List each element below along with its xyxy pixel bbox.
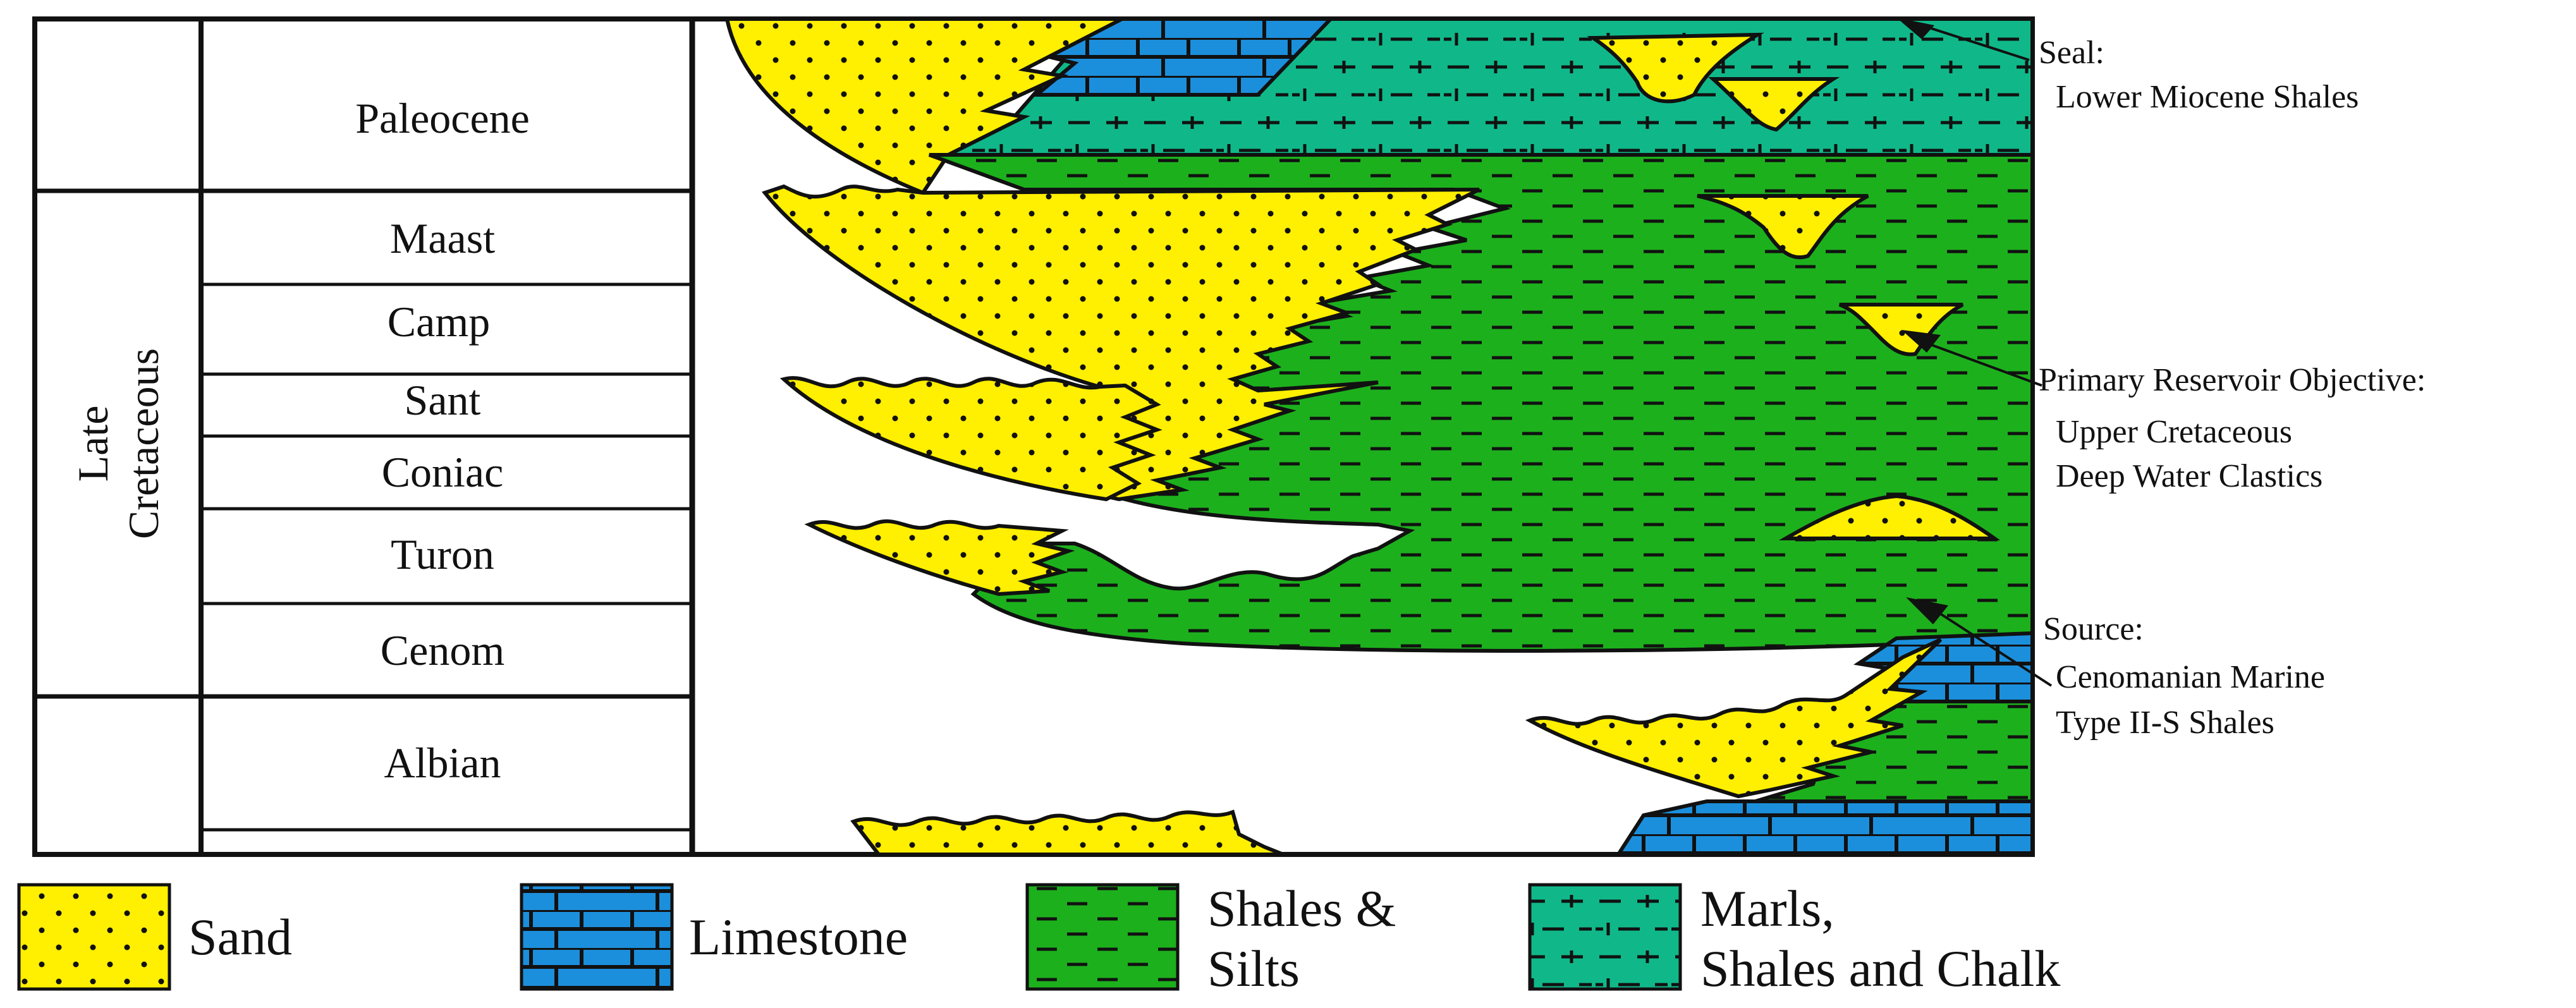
legend-label-shales-1: Shales & bbox=[1207, 880, 1396, 937]
source-pointer-line bbox=[1933, 609, 2053, 687]
annotations: Seal: Lower Miocene Shales Primary Reser… bbox=[2039, 35, 2426, 741]
era-label-late: Late bbox=[69, 406, 117, 482]
legend-label-limestone: Limestone bbox=[689, 908, 908, 966]
seal-title: Seal: bbox=[2039, 35, 2104, 71]
stage-label-camp: Camp bbox=[388, 298, 490, 346]
sand-albian-wedge bbox=[1525, 638, 1943, 799]
legend-swatch-limestone bbox=[520, 883, 674, 991]
stratigraphic-column: Late Cretaceous Paleocene Maast Camp San… bbox=[32, 16, 2035, 857]
source-arrowhead bbox=[1906, 597, 1948, 624]
legend-swatch-shales bbox=[1025, 883, 1180, 991]
legend: Sand Limestone Shales & Silts Marls, Sha… bbox=[17, 880, 2060, 997]
legend-swatch-marls bbox=[1528, 883, 1682, 991]
legend-label-marls-2: Shales and Chalk bbox=[1700, 940, 2060, 997]
reservoir-line-2: Deep Water Clastics bbox=[2056, 458, 2323, 494]
stage-label-coniac: Coniac bbox=[382, 448, 504, 496]
sand-lens-seal-2 bbox=[1708, 77, 1840, 132]
stage-label-sant: Sant bbox=[405, 376, 481, 424]
sand-turonian-lobe bbox=[804, 519, 1075, 597]
source-line-1: Cenomanian Marine bbox=[2056, 659, 2325, 695]
stage-label-turon: Turon bbox=[391, 530, 494, 578]
reservoir-pointer-line bbox=[1921, 340, 2042, 387]
reservoir-title: Primary Reservoir Objective: bbox=[2039, 362, 2426, 398]
shale-main-body bbox=[928, 153, 2032, 653]
reservoir-line-1: Upper Cretaceous bbox=[2056, 414, 2292, 450]
reservoir-arrowhead bbox=[1901, 330, 1941, 353]
sand-maast-camp-wedge bbox=[762, 184, 1480, 502]
limestone-basal bbox=[1616, 799, 2032, 854]
legend-label-marls-1: Marls, bbox=[1700, 880, 1834, 937]
legend-label-sand: Sand bbox=[188, 908, 292, 966]
seal-arrowhead bbox=[1896, 18, 1934, 39]
sand-lens-camp bbox=[1838, 303, 1964, 356]
sand-lens-maast bbox=[1697, 194, 1869, 260]
era-label-cretaceous: Cretaceous bbox=[119, 348, 168, 539]
stage-label-cenom: Cenom bbox=[381, 626, 504, 674]
legend-label-shales-2: Silts bbox=[1207, 940, 1300, 997]
stage-label-albian: Albian bbox=[384, 739, 501, 787]
seal-text: Lower Miocene Shales bbox=[2056, 79, 2359, 115]
stage-label-maast: Maast bbox=[390, 214, 495, 262]
source-line-2: Type II-S Shales bbox=[2056, 705, 2274, 741]
legend-swatch-sand bbox=[17, 883, 171, 991]
lithology-cross-section bbox=[724, 19, 2032, 854]
stage-label-paleocene: Paleocene bbox=[355, 94, 530, 142]
annotation-arrows bbox=[1896, 18, 2053, 687]
source-title: Source: bbox=[2043, 611, 2144, 647]
sand-lens-seal-1 bbox=[1587, 32, 1764, 104]
seal-pointer-line bbox=[1921, 24, 2030, 61]
sand-basal-lobe bbox=[850, 810, 1285, 854]
sand-sant-coniac-lobe bbox=[779, 376, 1163, 502]
sand-paleocene-wedge bbox=[724, 19, 1123, 195]
sand-lens-turon bbox=[1778, 494, 2001, 540]
